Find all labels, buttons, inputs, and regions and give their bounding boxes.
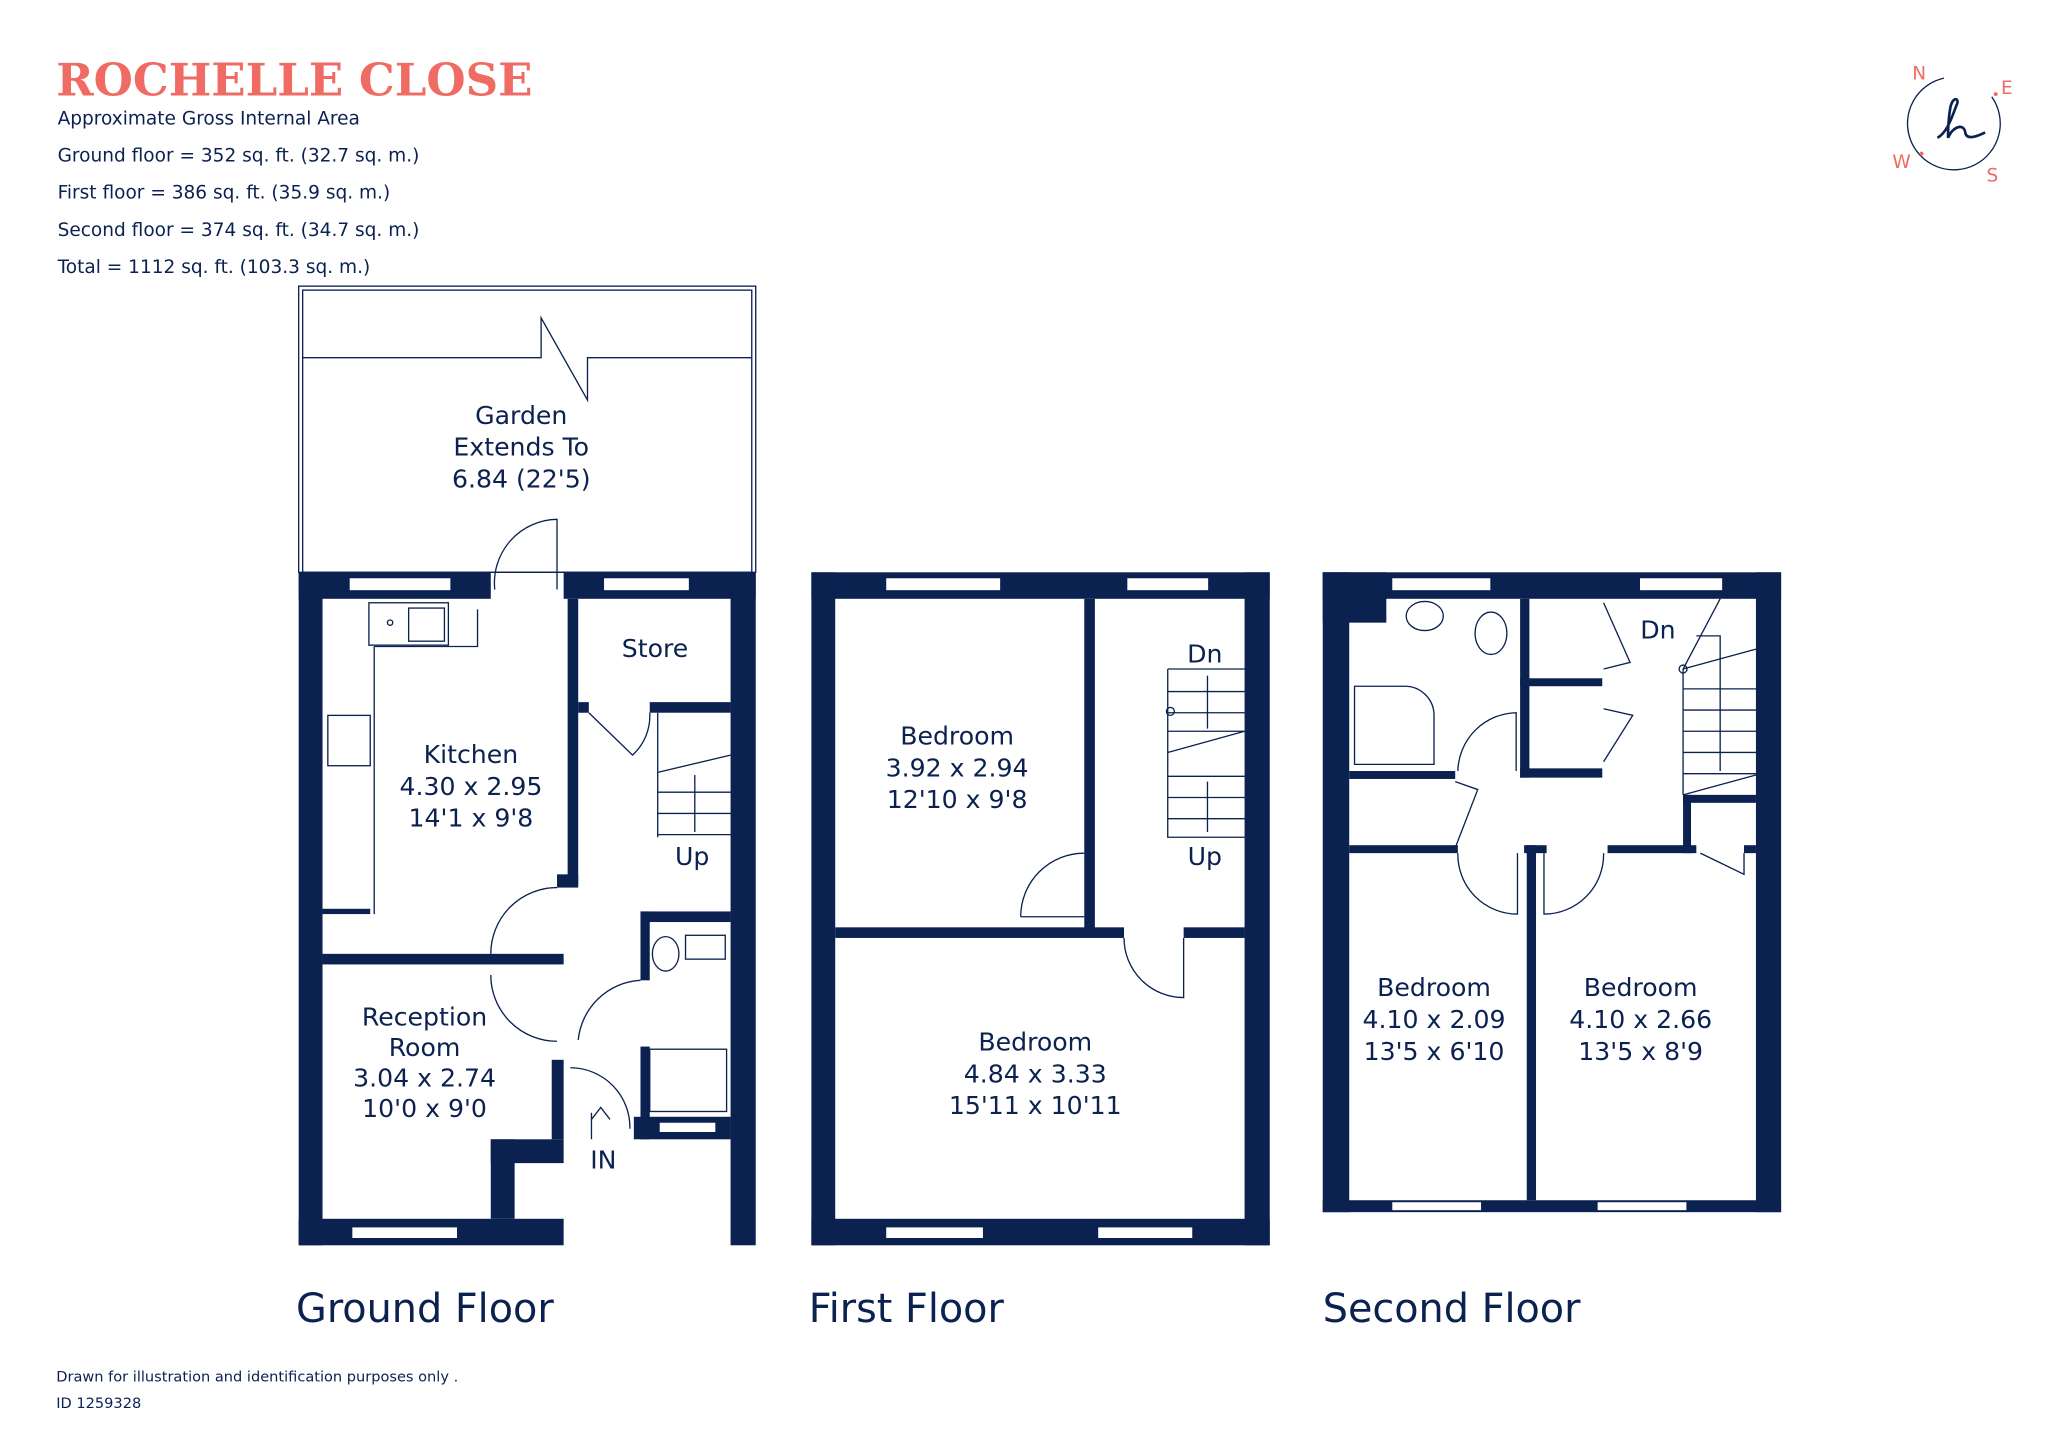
ground-floor-title: Ground Floor — [296, 1286, 554, 1332]
bedroom-metric: 4.84 x 3.33 — [964, 1059, 1107, 1088]
bedroom-metric: 3.92 x 2.94 — [886, 753, 1029, 782]
window — [1596, 1200, 1688, 1212]
stairs-up-label: Up — [675, 842, 709, 871]
basin-icon — [684, 934, 726, 960]
compass-w: W — [1892, 152, 1910, 173]
stairs-icon — [657, 712, 731, 838]
second-floor-plan: Dn Bedroom 4.10 x 2.09 13'5 x 6'10 Bedro… — [1322, 572, 1782, 1213]
door-swings — [1020, 852, 1185, 999]
bedroom-label: Bedroom — [978, 1028, 1092, 1057]
entrance-arrow-icon — [590, 1106, 611, 1140]
window — [1638, 576, 1724, 592]
compass-n: N — [1912, 63, 1926, 84]
shower-icon — [649, 1048, 728, 1113]
bedroom-imperial: 12'10 x 9'8 — [887, 785, 1028, 814]
bedroom-imperial: 13'5 x 8'9 — [1578, 1037, 1703, 1066]
area-first: First floor = 386 sq. ft. (35.9 sq. m.) — [58, 183, 391, 204]
door — [493, 518, 558, 590]
area-second: Second floor = 374 sq. ft. (34.7 sq. m.) — [58, 220, 420, 241]
bedroom-metric: 4.10 x 2.09 — [1363, 1005, 1506, 1034]
window — [1390, 576, 1492, 592]
stairs-icon — [1682, 598, 1757, 796]
area-subtitle: Approximate Gross Internal Area — [58, 109, 360, 130]
window — [658, 1121, 717, 1134]
garden-label: Garden — [475, 401, 567, 430]
window — [351, 1226, 459, 1240]
hob-icon — [327, 714, 371, 767]
bedroom-imperial: 13'5 x 6'10 — [1364, 1037, 1505, 1066]
window — [602, 576, 691, 592]
reception-metric: 3.04 x 2.74 — [353, 1063, 496, 1092]
basin-icon — [1405, 600, 1444, 632]
worktop — [373, 609, 479, 915]
bedroom-label: Bedroom — [1377, 973, 1491, 1002]
kitchen-imperial: 14'1 x 9'8 — [409, 804, 534, 833]
ground-floor-plan: Garden Extends To 6.84 (22'5) — [298, 285, 757, 1246]
reception-label-2: Room — [389, 1033, 461, 1062]
stairs-up-label: Up — [1188, 842, 1222, 871]
area-ground: Ground floor = 352 sq. ft. (32.7 sq. m.) — [58, 146, 420, 167]
first-floor-plan: Dn Up Bedroom 3.92 x 2.94 12'10 x 9'8 Be… — [811, 572, 1270, 1246]
stairs-icon — [1167, 668, 1245, 838]
door-swings — [1454, 602, 1745, 915]
compass-s: S — [1986, 165, 1998, 186]
compass-e: E — [2001, 78, 2013, 99]
reception-label: Reception — [362, 1002, 487, 1031]
toilet-icon — [651, 935, 680, 972]
disclaimer: Drawn for illustration and identificatio… — [56, 1369, 458, 1386]
door-swings — [490, 886, 641, 1129]
bedroom-metric: 4.10 x 2.66 — [1569, 1005, 1712, 1034]
entrance-label: IN — [590, 1145, 616, 1174]
reception-imperial: 10'0 x 9'0 — [362, 1094, 487, 1123]
shower-icon — [1353, 685, 1435, 766]
stairs-down-label: Dn — [1187, 639, 1222, 668]
plan-id: ID 1259328 — [56, 1395, 141, 1412]
toilet-icon — [1474, 611, 1508, 656]
garden-extends: Extends To — [453, 433, 589, 462]
window — [1096, 1226, 1194, 1240]
kitchen-label: Kitchen — [424, 740, 519, 769]
property-title: ROCHELLE CLOSE — [56, 53, 532, 106]
compass-logo-icon: N E W S — [1892, 63, 2012, 186]
window — [1390, 1200, 1483, 1212]
window — [884, 1226, 985, 1240]
kitchen-metric: 4.30 x 2.95 — [399, 772, 542, 801]
bedroom-imperial: 15'11 x 10'11 — [949, 1091, 1122, 1120]
garden-length: 6.84 (22'5) — [452, 465, 591, 494]
window — [1126, 576, 1210, 592]
store-label: Store — [622, 634, 689, 663]
first-floor-title: First Floor — [809, 1286, 1005, 1332]
stairs-down-label: Dn — [1640, 616, 1675, 645]
second-floor-title: Second Floor — [1323, 1286, 1581, 1332]
window — [884, 576, 1002, 592]
area-total: Total = 1112 sq. ft. (103.3 sq. m.) — [57, 257, 371, 278]
window — [348, 576, 452, 592]
bedroom-label: Bedroom — [900, 722, 1014, 751]
bedroom-label: Bedroom — [1584, 973, 1698, 1002]
sink-icon — [368, 602, 450, 646]
